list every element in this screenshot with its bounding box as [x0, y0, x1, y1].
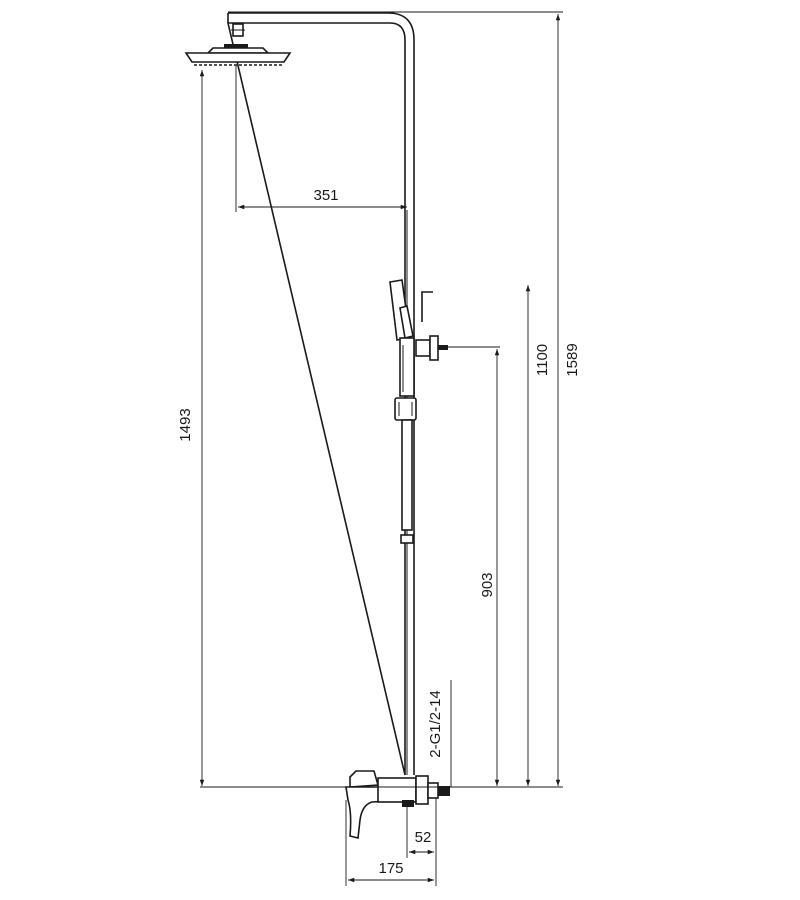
shower-arm: [226, 12, 415, 776]
dimension-head-height: 1493: [177, 70, 205, 786]
bar-joint: [400, 534, 414, 544]
dimension-mixer-depth: 175: [345, 800, 437, 886]
dimension-total-height: 1589: [228, 11, 581, 786]
dimension-connection-thread: 2-G1/2-14: [427, 680, 452, 787]
wall-bracket: [415, 291, 458, 361]
dimension-label-connection-thread: 2-G1/2-14: [427, 690, 444, 758]
dimension-label-mixer-depth: 175: [378, 860, 403, 877]
dimension-outlet-height: 903: [448, 346, 500, 786]
dimension-label-arm-reach: 351: [313, 187, 338, 204]
dimension-arm-reach: 351: [235, 65, 407, 212]
hand-shower: [389, 279, 415, 397]
rain-shower-head: [184, 23, 292, 66]
dimension-label-holder-height: 1100: [534, 344, 551, 376]
mixer-valve: [345, 770, 450, 839]
hand-shower-holder: [394, 397, 417, 531]
dimension-holder-height: 1100: [525, 285, 551, 786]
dimension-label-outlet-height: 903: [479, 572, 496, 597]
dimension-wall-depth: 52: [406, 798, 437, 858]
shower-column: [184, 12, 458, 839]
dimension-label-head-height: 1493: [177, 408, 194, 441]
dimension-label-total-height: 1589: [564, 343, 581, 376]
dimension-label-wall-depth: 52: [415, 829, 432, 846]
